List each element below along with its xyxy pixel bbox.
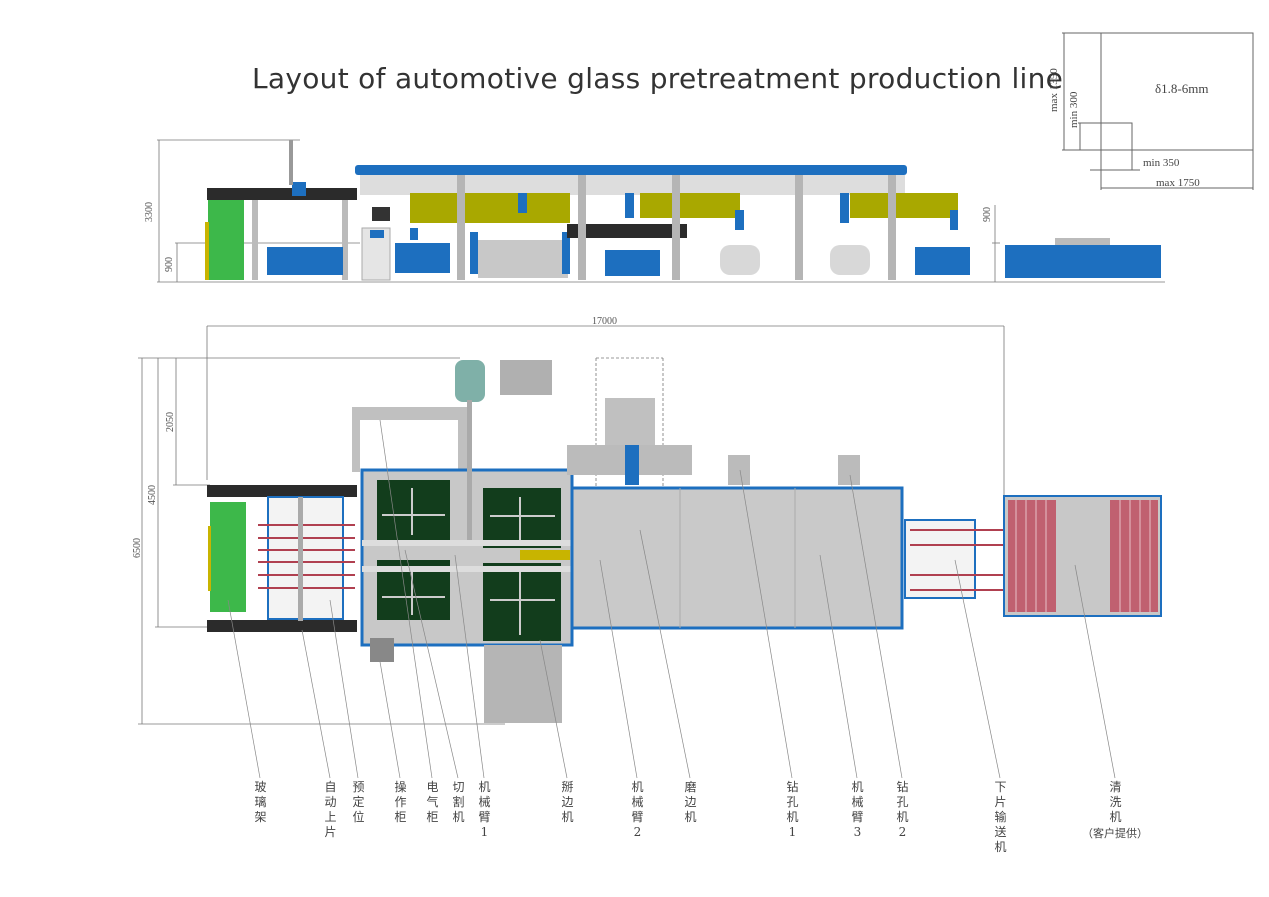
spec-min-height: min 300 — [1068, 91, 1080, 128]
label-robot-arm-1: 机械臂1 — [478, 780, 491, 839]
glass-size-spec — [1062, 32, 1254, 190]
dim-900-left: 900 — [164, 257, 175, 272]
spec-min-width: min 350 — [1143, 157, 1180, 169]
label-drilling-machine-2: 钻孔机2 — [896, 780, 909, 839]
label-pre-positioning: 预定位 — [352, 780, 365, 824]
dim-2050: 2050 — [165, 412, 176, 432]
spec-thickness: δ1.8-6mm — [1155, 81, 1209, 96]
glass-rack-side — [208, 200, 244, 280]
spec-max-width: max 1750 — [1156, 177, 1200, 189]
label-edging-machine: 磨边机 — [684, 780, 697, 824]
diagram-title: Layout of automotive glass pretreatment … — [252, 62, 1064, 95]
dim-900-right: 900 — [982, 207, 993, 222]
label-glass-rack: 玻璃架 — [254, 780, 267, 824]
label-robot-arm-3: 机械臂3 — [851, 780, 864, 839]
label-unloading-conveyor: 下片输送机 — [994, 780, 1007, 854]
side-view: 3300 900 900 — [144, 139, 1165, 283]
spec-max-height: max 1350 — [1048, 68, 1060, 112]
label-operation-cabinet: 操作柜 — [394, 780, 407, 824]
label-robot-arm-2: 机械臂2 — [631, 780, 644, 839]
label-electrical-cabinet: 电气柜 — [426, 780, 439, 824]
dim-4500: 4500 — [147, 485, 158, 505]
label-cutting-machine: 切割机 — [452, 780, 465, 824]
dim-6500: 6500 — [132, 538, 143, 558]
leader-lines — [227, 419, 1116, 779]
glass-rack-plan — [210, 502, 246, 612]
dim-3300: 3300 — [144, 202, 155, 222]
dim-17000: 17000 — [592, 316, 617, 327]
label-washing-machine: 清洗机 — [1109, 780, 1122, 824]
label-breaking-machine: 掰边机 — [561, 780, 574, 824]
label-drilling-machine-1: 钻孔机1 — [786, 780, 799, 839]
plan-view: 17000 6500 4500 2050 — [132, 316, 1162, 779]
label-washing-machine-note: （客户提供） — [1082, 827, 1148, 840]
label-auto-loading: 自动上片 — [324, 780, 337, 839]
